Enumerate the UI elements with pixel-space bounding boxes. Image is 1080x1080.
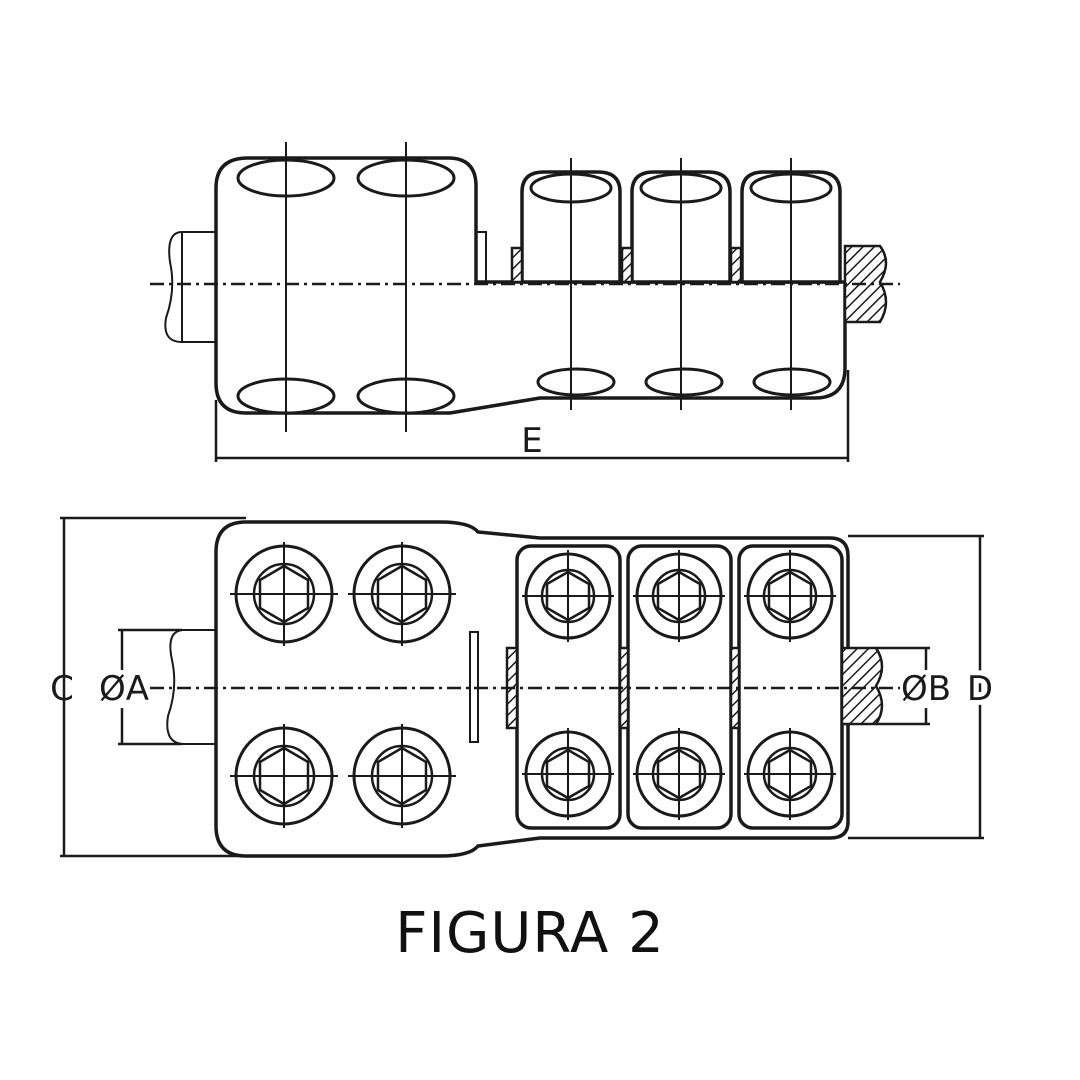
bolt-small-6 [744, 728, 836, 820]
bolt-small-3 [744, 550, 836, 642]
bolt-large-4 [348, 724, 456, 828]
bolt-small-2 [633, 550, 725, 642]
top-conductor-a [166, 629, 216, 745]
dim-b-label: ØB [901, 669, 951, 709]
side-view: E [150, 142, 900, 462]
bolt-large-1 [230, 542, 338, 646]
figure-caption: FIGURA 2 [395, 901, 665, 966]
dim-c-label: C [50, 669, 74, 709]
dim-e-label: E [521, 421, 542, 461]
dim-d-label: D [967, 669, 993, 709]
top-conductor-b [840, 646, 884, 726]
side-conductor-a [164, 231, 218, 343]
top-view: C ØA ØB D [50, 516, 998, 858]
bolt-small-1 [522, 550, 614, 642]
bolt-small-5 [633, 728, 725, 820]
bolt-small-4 [522, 728, 614, 820]
side-main-body [214, 156, 847, 415]
bolt-large-2 [348, 542, 456, 646]
bolt-large-3 [230, 724, 338, 828]
dim-a-label: ØA [99, 669, 149, 709]
